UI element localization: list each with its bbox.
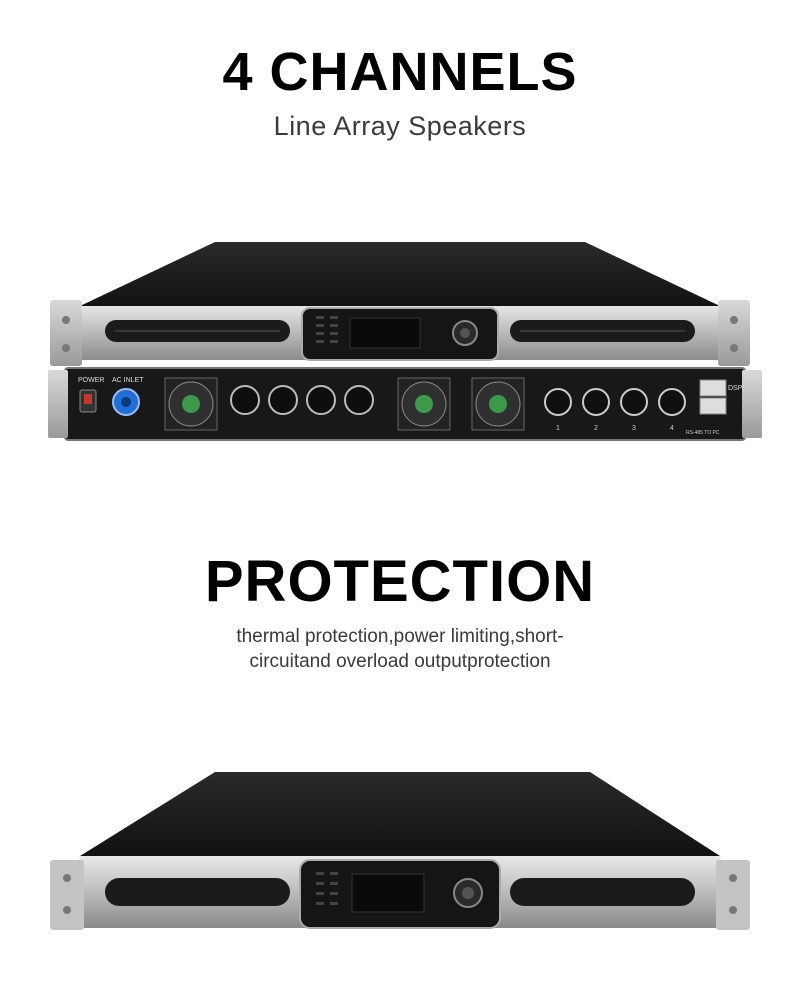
rack-ear-left [50, 860, 84, 930]
protection-description-line-2: circuitand overload outputprotection [249, 651, 551, 672]
chassis-top [80, 772, 720, 856]
lcd-screen [349, 317, 421, 349]
xlr-inputs [544, 388, 686, 416]
vent-right [510, 878, 695, 906]
channel-number: 1 [556, 425, 560, 432]
rj45-port [699, 379, 727, 397]
channels-title: 4 CHANNELS [222, 42, 578, 102]
dsp-label: DSP [728, 385, 743, 392]
rs485-label: RS-485 TO PC [686, 430, 720, 436]
rj45-port [699, 397, 727, 415]
rack-ear-right [718, 300, 750, 366]
power-label: POWER [78, 377, 104, 384]
speakon-outputs [230, 385, 374, 415]
channel-number: 3 [632, 425, 636, 432]
protection-description-line-1: thermal protection,power limiting,short- [236, 626, 564, 647]
rack-ear-left [50, 300, 82, 366]
vent-left [105, 878, 290, 906]
protection-description: thermal protection,power limiting,short-… [0, 624, 800, 674]
channel-number: 2 [594, 425, 598, 432]
channels-subtitle: Line Array Speakers [273, 111, 527, 141]
chassis-top [80, 242, 720, 306]
rack-ear-right [716, 860, 750, 930]
fan-1 [164, 377, 218, 431]
fan-3 [471, 377, 525, 431]
fan-2 [397, 377, 451, 431]
protection-title: PROTECTION [204, 549, 596, 614]
amplifier-front-rear-image: POWER AC INLET [48, 242, 762, 441]
channel-number: 4 [670, 425, 674, 432]
lcd-screen [351, 873, 425, 913]
ac-inlet-label: AC INLET [112, 377, 144, 384]
amplifier-front-image [50, 772, 750, 930]
